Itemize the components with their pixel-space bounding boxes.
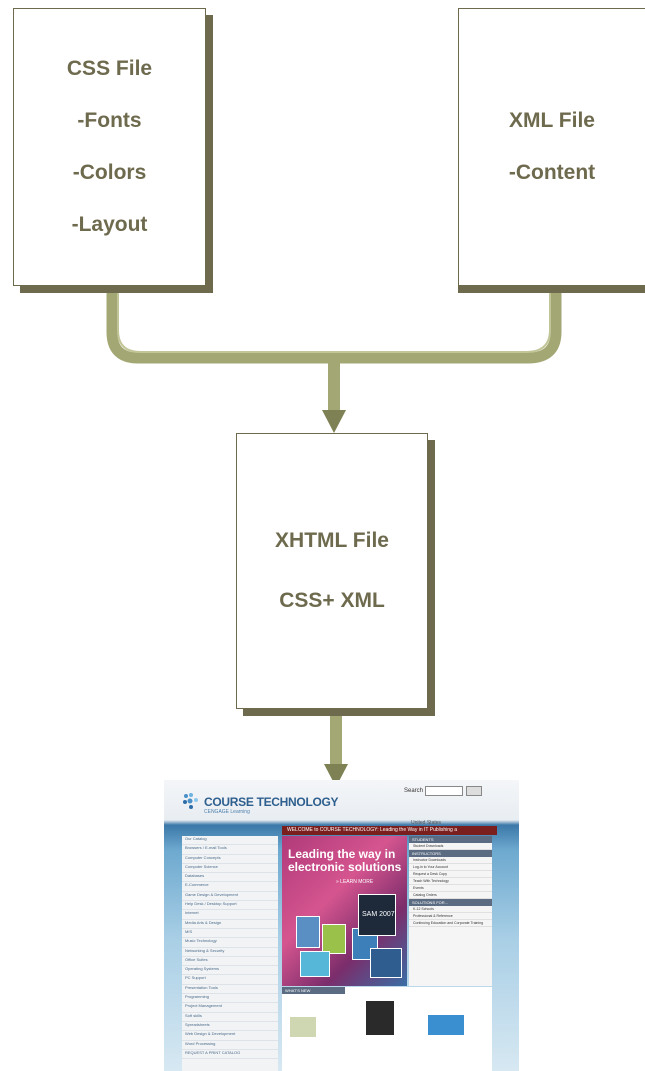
students-header: STUDENTS [409, 836, 492, 843]
instructor-link[interactable]: Instructor Downloads [409, 857, 492, 864]
sidebar-item[interactable]: Operating Systems [182, 966, 278, 976]
merge-connector-shadow [117, 286, 551, 353]
product-thumb[interactable] [290, 1017, 316, 1037]
region-label: United States [411, 820, 442, 826]
sidebar-item[interactable]: Internet [182, 910, 278, 920]
sam-2007-cover: SAM 2007 [358, 894, 396, 936]
solutions-link[interactable]: K-12 Schools [409, 906, 492, 913]
sidebar-item[interactable]: Databases [182, 873, 278, 883]
sidebar-item[interactable]: Project Management [182, 1003, 278, 1013]
arrow-shaft-1 [328, 362, 340, 412]
sidebar-item[interactable]: Soft skills [182, 1013, 278, 1022]
brand-name: COURSE TECHNOLOGY [204, 795, 339, 809]
instructor-link[interactable]: Events [409, 885, 492, 892]
sidebar-item[interactable]: MIS [182, 929, 278, 939]
instructor-link[interactable]: Teach With Technology [409, 878, 492, 885]
xml-file-box: XML File -Content [458, 8, 645, 286]
whats-new-header: WHAT'S NEW [282, 987, 345, 994]
website-screenshot: COURSE TECHNOLOGY CENGAGE Learning Searc… [164, 780, 519, 1071]
sidebar-item[interactable]: E-Commerce [182, 882, 278, 892]
book-cover [296, 916, 320, 948]
sidebar-item[interactable]: PC Support [182, 975, 278, 985]
sidebar-item[interactable]: Our Catalog [182, 836, 278, 846]
sidebar-item[interactable]: Programming [182, 994, 278, 1004]
sidebar-item[interactable]: Networking & Security [182, 948, 278, 957]
instructor-link[interactable]: Request a Desk Copy [409, 871, 492, 878]
arrow-head-2 [324, 764, 348, 787]
arrow-shaft-2 [330, 716, 342, 766]
sidebar-item[interactable]: Office Suites [182, 957, 278, 967]
xhtml-file-title: XHTML File [275, 529, 389, 552]
course-technology-logo-icon [183, 793, 198, 809]
sidebar-item[interactable]: Media Arts & Design [182, 920, 278, 929]
css-colors-label: -Colors [72, 161, 147, 184]
hero-title: Leading the way in electronic solutions [288, 848, 401, 874]
product-thumb[interactable] [366, 1001, 394, 1035]
sidebar-item[interactable]: Web Design & Development [182, 1031, 278, 1041]
search-input[interactable] [425, 786, 463, 796]
book-cover [370, 948, 402, 978]
solutions-link[interactable]: Continuing Education and Corporate Train… [409, 920, 492, 927]
search-go-button[interactable] [466, 786, 482, 796]
sidebar-item[interactable]: Help Desk / Desktop Support [182, 901, 278, 911]
xhtml-composition-label: CSS+ XML [279, 589, 385, 612]
css-fonts-label: -Fonts [77, 109, 142, 132]
solutions-header: SOLUTIONS FOR... [409, 899, 492, 906]
sidebar-item[interactable]: REQUEST A PRINT CATALOG [182, 1050, 278, 1060]
sidebar-item[interactable]: Spreadsheets [182, 1022, 278, 1032]
css-file-title: CSS File [66, 57, 153, 80]
merge-connector [106, 286, 562, 364]
xhtml-file-box: XHTML File CSS+ XML [236, 433, 428, 709]
hero-title-line-2: electronic solutions [288, 860, 402, 874]
sidebar-item[interactable]: Computer Science [182, 864, 278, 874]
learn-more-link[interactable]: » LEARN MORE [336, 879, 374, 885]
book-cover [322, 924, 346, 954]
instructor-link[interactable]: Log-in to Your Account [409, 864, 492, 871]
catalog-sidebar: Our Catalog Browsers / E-mail Tools Comp… [182, 836, 278, 1071]
welcome-banner: WELCOME to COURSE TECHNOLOGY: Leading th… [282, 826, 497, 835]
sidebar-item[interactable]: Browsers / E-mail Tools [182, 845, 278, 855]
xml-file-title: XML File [509, 109, 595, 132]
solutions-link[interactable]: Professional & Reference [409, 913, 492, 920]
css-layout-label: -Layout [71, 213, 148, 236]
sidebar-item[interactable]: Presentation Tools [182, 985, 278, 995]
book-cover [300, 951, 330, 977]
css-file-box: CSS File -Fonts -Colors -Layout [13, 8, 206, 286]
sidebar-item[interactable]: Music Technology [182, 938, 278, 948]
sidebar-item[interactable]: Word Processing [182, 1041, 278, 1050]
search-label: Search [404, 788, 424, 794]
product-thumb[interactable] [428, 1015, 464, 1035]
sidebar-item[interactable]: Game Design & Development [182, 892, 278, 902]
instructor-link[interactable]: Catalog Orders [409, 892, 492, 899]
student-downloads-link[interactable]: Student Downloads [409, 843, 492, 850]
sidebar-item[interactable]: Computer Concepts [182, 855, 278, 864]
hero-title-line-1: Leading the way in [288, 847, 396, 861]
xml-content-label: -Content [508, 161, 596, 184]
hero-promo[interactable]: Leading the way in electronic solutions … [282, 836, 407, 986]
brand-subtitle: CENGAGE Learning [204, 809, 250, 815]
audience-links-panel: STUDENTS Student Downloads INSTRUCTORS I… [409, 836, 492, 986]
instructors-header: INSTRUCTORS [409, 850, 492, 857]
sam-label: SAM 2007 [362, 911, 395, 918]
arrow-head-1 [322, 410, 346, 433]
whats-new-section: WHAT'S NEW [282, 987, 492, 1071]
